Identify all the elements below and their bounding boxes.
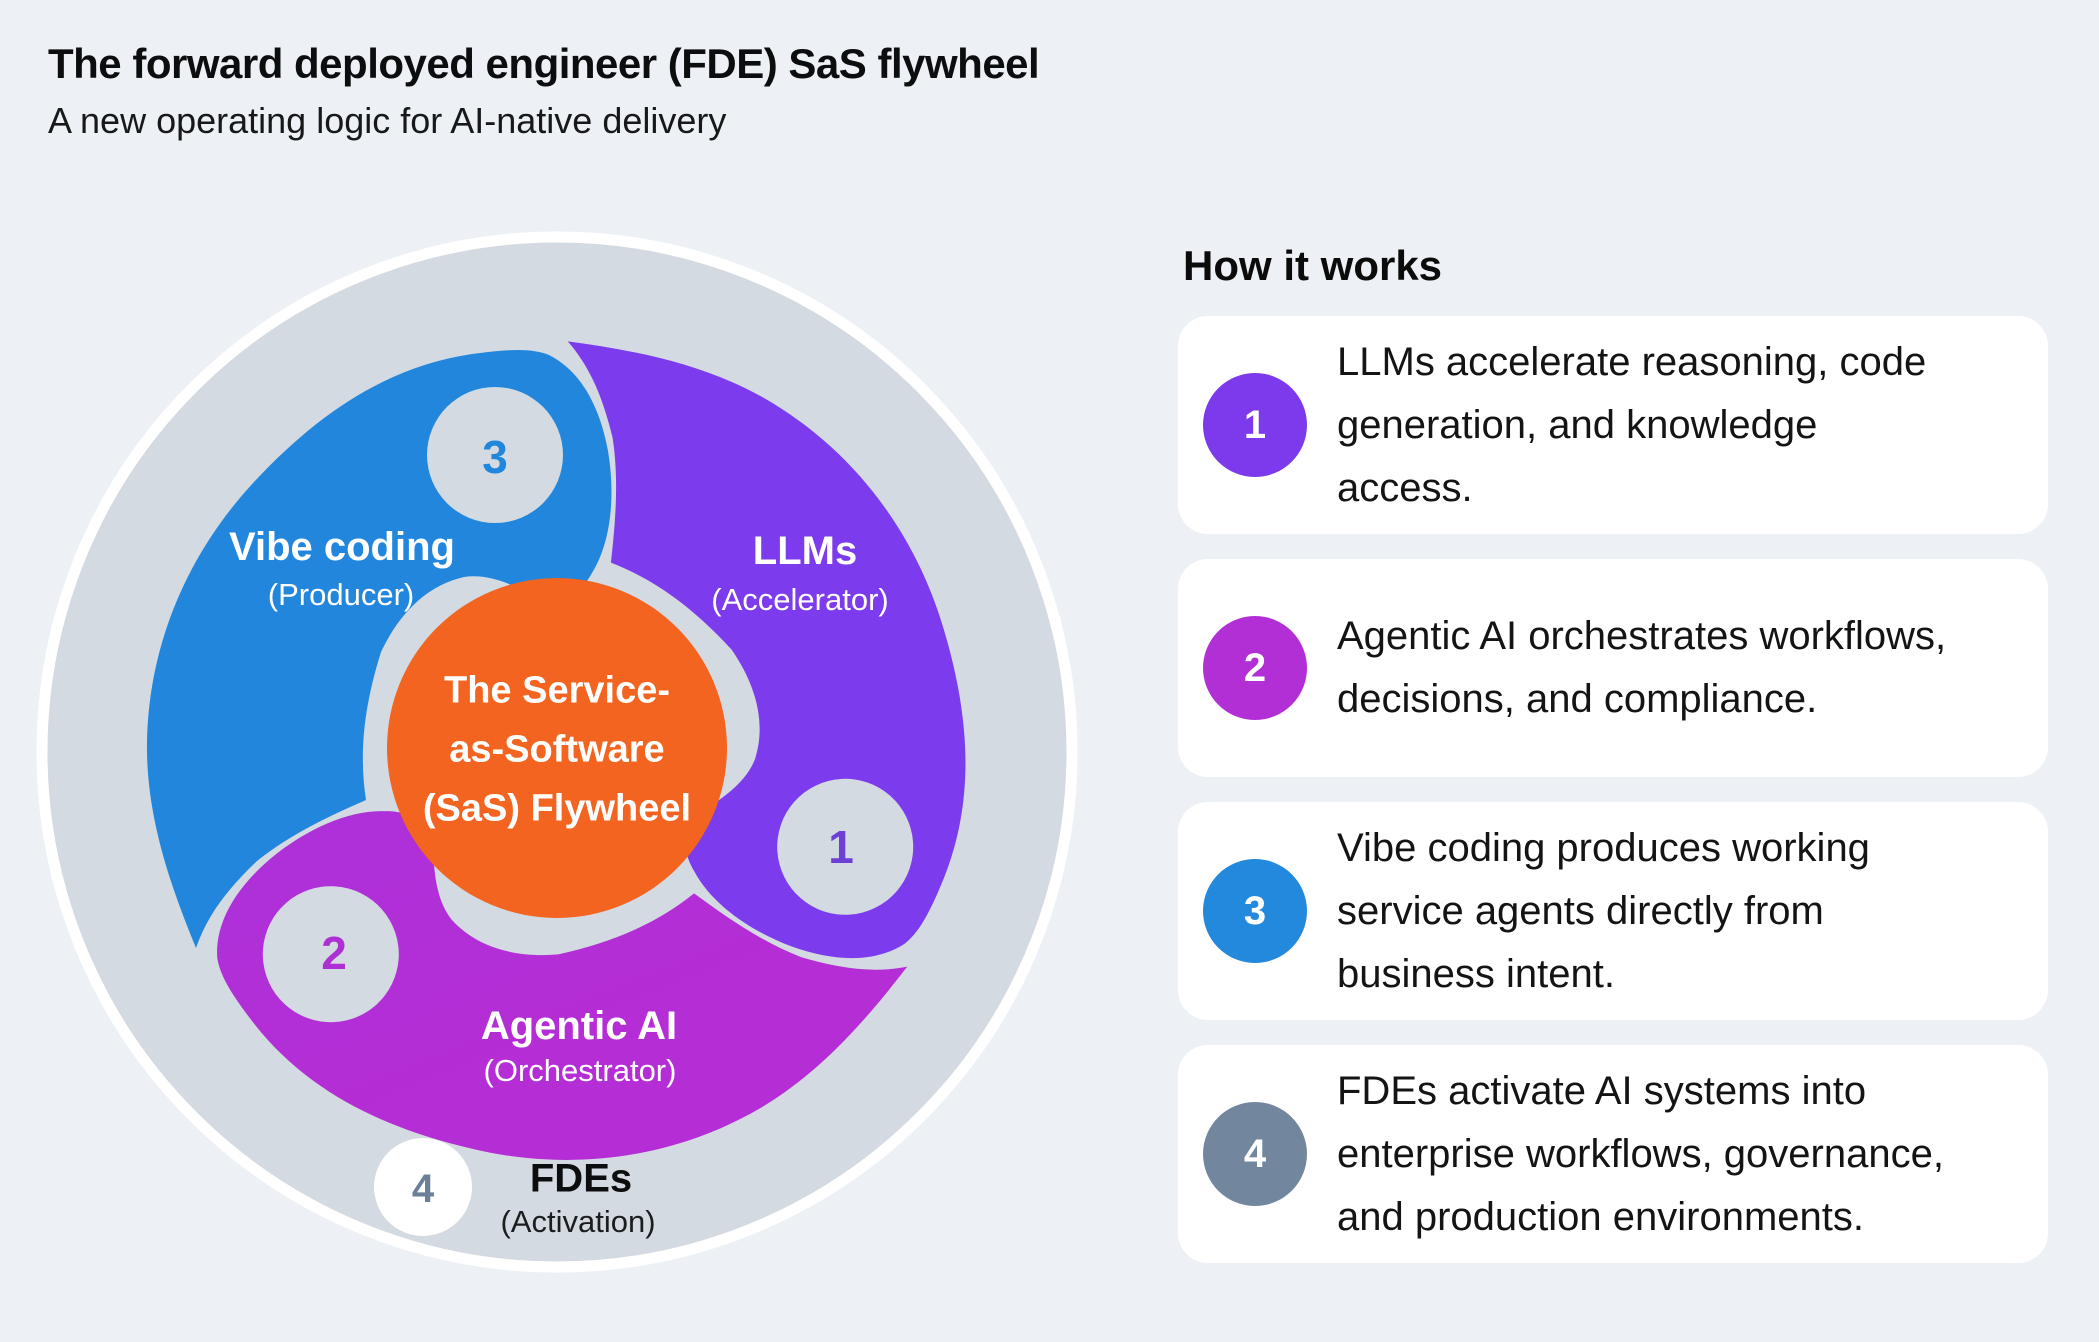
llms-sublabel: (Accelerator) — [711, 582, 889, 617]
segment-vibe-coding — [146, 350, 612, 948]
step-card-2: 2 Agentic AI orchestrates workflows, dec… — [1178, 559, 2048, 777]
step-card-1: 1 LLMs accelerate reasoning, code genera… — [1178, 316, 2048, 534]
segment-number-3: 3 — [482, 431, 508, 483]
vibe-coding-sublabel: (Producer) — [267, 577, 415, 612]
step-badge-2: 2 — [1203, 616, 1307, 720]
agentic-ai-sublabel: (Orchestrator) — [483, 1053, 677, 1088]
number-hole-1 — [777, 778, 914, 915]
step-badge-1: 1 — [1203, 373, 1307, 477]
number-hole-3 — [427, 387, 563, 523]
number-hole-2 — [262, 886, 399, 1023]
page-title: The forward deployed engineer (FDE) SaS … — [48, 40, 1040, 87]
flywheel-diagram — [36, 231, 1078, 1273]
step-text-4: FDEs activate AI systems into enterprise… — [1337, 1068, 1944, 1239]
how-it-works-heading: How it works — [1183, 242, 1443, 289]
step-badge-4: 4 — [1203, 1102, 1307, 1206]
fde-marker-circle — [374, 1138, 472, 1236]
vibe-coding-label: Vibe coding — [229, 525, 455, 569]
step-badge-3: 3 — [1203, 859, 1307, 963]
step-text-3: Vibe coding produces working service age… — [1337, 825, 1870, 996]
step-card-3: 3 Vibe coding produces working service a… — [1178, 802, 2048, 1020]
segment-number-2: 2 — [321, 927, 347, 979]
step-card-4: 4 FDEs activate AI systems into enterpri… — [1178, 1045, 2048, 1263]
center-hub-circle — [387, 578, 727, 918]
segment-llms — [567, 341, 966, 959]
agentic-ai-label: Agentic AI — [480, 1004, 678, 1048]
page-subtitle: A new operating logic for AI-native deli… — [48, 100, 727, 141]
segment-number-1: 1 — [828, 821, 854, 873]
segment-agentic-ai — [217, 811, 908, 1160]
fdes-sublabel: (Activation) — [500, 1204, 656, 1239]
segment-number-4: 4 — [411, 1167, 435, 1211]
fdes-label: FDEs — [529, 1156, 633, 1201]
llms-label: LLMs — [752, 529, 858, 573]
center-hub-label: The Service- as-Software (SaS) Flywheel — [422, 669, 692, 830]
step-text-2: Agentic AI orchestrates workflows, decis… — [1337, 614, 1947, 721]
step-text-1: LLMs accelerate reasoning, code generati… — [1337, 339, 1927, 510]
